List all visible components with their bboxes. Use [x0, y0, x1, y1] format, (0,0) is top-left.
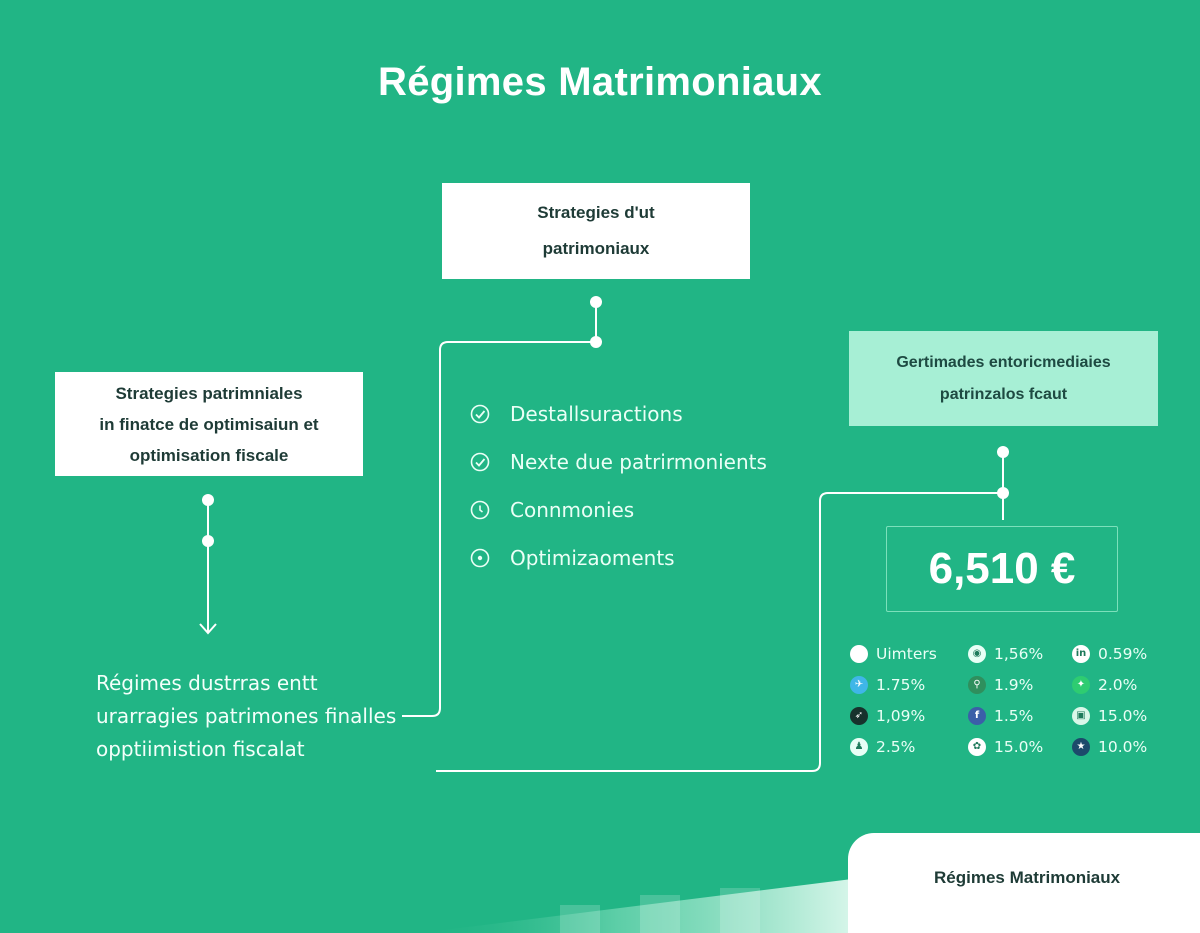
box-right-line-2: patrinzalos fcaut	[939, 385, 1068, 403]
stat-label: Uimters	[876, 644, 937, 663]
stat-item: ✦ 2.0%	[1072, 669, 1172, 700]
star-icon: ★	[1072, 737, 1090, 756]
rocket-icon: ➶	[850, 706, 868, 725]
stat-label: 10.0%	[1098, 737, 1148, 756]
dot-circle-icon	[470, 548, 490, 568]
box-right-line-1: Gertimades entoricmediaies	[896, 353, 1111, 371]
stat-item: ★ 10.0%	[1072, 731, 1172, 762]
flower-icon: ✿	[968, 737, 986, 756]
leaf-icon: ✦	[1072, 675, 1090, 694]
stat-item: in 0.59%	[1072, 638, 1172, 669]
total-value: 6,510 €	[886, 526, 1118, 612]
box-top-line-1: Strategies d'ut	[537, 203, 655, 222]
checklist-item: Optimizaoments	[470, 534, 767, 582]
checklist-item: Connmonies	[470, 486, 767, 534]
stats-grid: Uimters ◉ 1,56% in 0.59% ✈ 1.75% ⚲ 1.9% ✦ 2.0% ➶ 1,0…	[850, 638, 1172, 762]
linkedin-icon: in	[1072, 644, 1090, 663]
clock-circle-icon	[470, 500, 490, 520]
strategy-box-top: Strategies d'ut patrimoniaux	[442, 183, 750, 279]
facebook-icon: f	[968, 706, 986, 725]
circle-icon	[850, 644, 868, 663]
footer-card	[848, 833, 1200, 933]
stat-label: 1.9%	[994, 675, 1034, 694]
stat-label: 2.5%	[876, 737, 916, 756]
description-line-2: urarragies patrimones finalles	[96, 704, 397, 728]
stat-label: 1.75%	[876, 675, 926, 694]
stat-label: 2.0%	[1098, 675, 1138, 694]
checklist: Destallsuractions Nexte due patrirmonien…	[470, 390, 767, 582]
checklist-item: Nexte due patrirmonients	[470, 438, 767, 486]
check-circle-icon	[470, 404, 490, 424]
stat-item: ⚲ 1.9%	[968, 669, 1072, 700]
stat-item: Uimters	[850, 638, 968, 669]
strategy-box-left: Strategies patrimniales in finatce de op…	[55, 372, 363, 476]
checklist-item-label: Optimizaoments	[510, 546, 675, 570]
box-left-line-1: Strategies patrimniales	[115, 383, 303, 403]
footer-label: Régimes Matrimoniaux	[934, 868, 1121, 887]
strategy-box-right: Gertimades entoricmediaies patrinzalos f…	[849, 331, 1158, 426]
description-line-3: opptiimistion fiscalat	[96, 737, 305, 761]
stat-label: 1,56%	[994, 644, 1044, 663]
person-icon: ♟	[850, 737, 868, 756]
chat-icon: ▣	[1072, 706, 1090, 725]
stat-label: 1,09%	[876, 706, 926, 725]
box-left-line-2: in finatce de optimisaiun et	[99, 414, 319, 434]
twitter-icon: ✈	[850, 675, 868, 694]
stat-item: ◉ 1,56%	[968, 638, 1072, 669]
stat-item: ▣ 15.0%	[1072, 700, 1172, 731]
regimes-description: Régimes dustrras entt urarragies patrimo…	[96, 667, 396, 766]
checklist-item: Destallsuractions	[470, 390, 767, 438]
checklist-item-label: Destallsuractions	[510, 402, 683, 426]
page-title: Régimes Matrimoniaux	[378, 60, 822, 104]
stat-label: 0.59%	[1098, 644, 1148, 663]
globe-icon: ◉	[968, 644, 986, 663]
stat-label: 1.5%	[994, 706, 1034, 725]
pin-icon: ⚲	[968, 675, 986, 694]
description-line-1: Régimes dustrras entt	[96, 671, 318, 695]
stat-item: ➶ 1,09%	[850, 700, 968, 731]
box-left-line-3: optimisation fiscale	[129, 445, 289, 465]
stat-item: ♟ 2.5%	[850, 731, 968, 762]
stat-label: 15.0%	[994, 737, 1044, 756]
stat-label: 15.0%	[1098, 706, 1148, 725]
check-circle-icon	[470, 452, 490, 472]
box-top-line-2: patrimoniaux	[542, 239, 650, 258]
checklist-item-label: Nexte due patrirmonients	[510, 450, 767, 474]
stat-item: ✈ 1.75%	[850, 669, 968, 700]
stat-item: ✿ 15.0%	[968, 731, 1072, 762]
stat-item: f 1.5%	[968, 700, 1072, 731]
checklist-item-label: Connmonies	[510, 498, 635, 522]
